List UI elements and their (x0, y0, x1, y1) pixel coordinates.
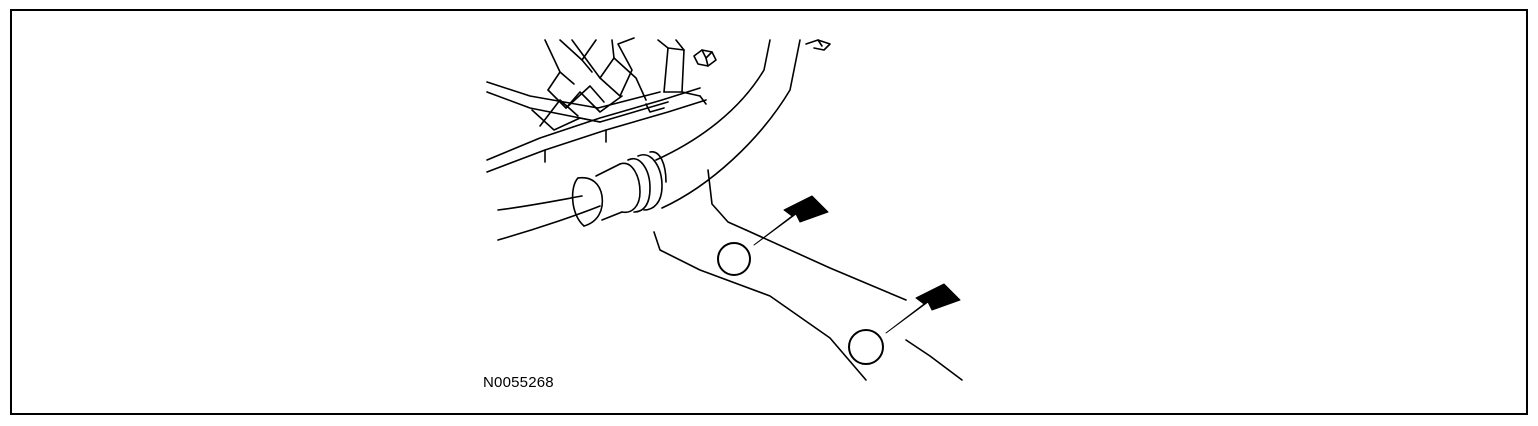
hose (497, 39, 801, 241)
support-post (645, 39, 707, 113)
figure-border (10, 9, 1528, 415)
crossmember (486, 81, 707, 173)
floor-rail (653, 169, 963, 381)
figure-id-label: N0055268 (483, 374, 554, 391)
arrow-icon (885, 283, 961, 334)
callout-hole-2 (848, 329, 884, 365)
fitting-stud (693, 49, 717, 67)
callout-hole-1 (717, 242, 751, 276)
hose-clip (805, 39, 831, 51)
arrow-icon (753, 195, 829, 246)
mounting-bracket (531, 37, 647, 131)
